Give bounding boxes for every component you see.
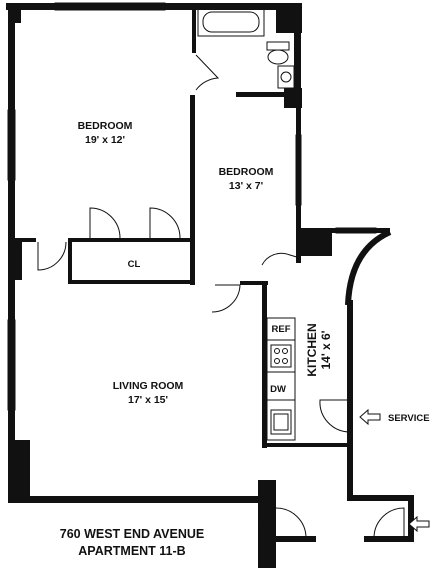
wall-bedroom2-bottom — [240, 281, 268, 285]
door-entry-closet — [275, 507, 307, 539]
kitchen-label-group: KITCHEN 14' x 6' — [305, 323, 333, 376]
wall-bath-corner — [276, 3, 302, 33]
wall-kitchen-left — [262, 283, 267, 448]
kitchen-size: 14' x 6' — [319, 330, 333, 369]
bedroom2-size: 13' x 7' — [229, 180, 263, 192]
wall-kitchen-bottom — [262, 443, 352, 447]
wall-bedroom2-right — [296, 103, 301, 263]
window-bedroom2-right — [295, 134, 302, 206]
window-bedroom1-top — [54, 2, 166, 11]
closet-entry-label: CL — [263, 518, 276, 529]
wall-entry-right — [408, 495, 414, 540]
walls — [6, 3, 414, 568]
wall-top — [6, 3, 302, 10]
wall-entry-bottom-right — [364, 536, 414, 542]
door-service — [319, 399, 351, 433]
door-closet-right — [149, 207, 181, 239]
address-line2: APARTMENT 11-B — [78, 544, 185, 558]
door-bedroom1 — [37, 241, 67, 271]
bedroom2-name: BEDROOM — [219, 166, 274, 178]
door-bath — [195, 54, 220, 91]
wall-bath-bottom — [236, 92, 302, 97]
window-kitchen-top — [335, 227, 377, 234]
wall-bedroom-divider — [190, 95, 195, 285]
closet-main-label: CL — [128, 259, 141, 270]
door-kitchen-bedroom2 — [261, 252, 301, 266]
kitchen-sink-icon — [270, 409, 292, 435]
windows — [7, 2, 377, 411]
dw-label: DW — [270, 384, 286, 395]
wall-closet-bottom — [68, 280, 194, 284]
bedroom1-size: 19' x 12' — [85, 134, 125, 146]
wall-entry-bottom-left — [270, 536, 316, 542]
window-bedroom1-left — [7, 109, 16, 181]
wall-kitchen-top — [300, 228, 390, 233]
sink-icon — [277, 65, 295, 89]
wall-entry-left — [258, 480, 276, 568]
wall-left-post2 — [8, 240, 22, 280]
doors — [37, 54, 405, 539]
toilet-icon — [266, 41, 290, 65]
door-living-bedroom2 — [211, 284, 241, 313]
living-room-size: 17' x 15' — [128, 394, 168, 406]
wall-bath-left — [192, 3, 196, 53]
wall-bath-right — [294, 3, 301, 103]
door-entry — [373, 507, 405, 539]
bathtub-icon — [197, 7, 265, 37]
kitchen-counter — [266, 317, 296, 441]
wall-closet-top — [70, 238, 194, 242]
service-label: SERVICE — [388, 413, 430, 424]
bedroom1-name: BEDROOM — [78, 120, 133, 132]
wall-bedroom1-bottom — [12, 238, 36, 242]
entry-arrow-icon — [359, 408, 381, 426]
ref-label: REF — [272, 324, 291, 335]
stove-icon — [270, 344, 292, 368]
wall-kitchen-curve — [345, 229, 392, 306]
wall-bottom — [10, 496, 262, 503]
wall-entry-top — [347, 495, 411, 501]
entry-arrow-icon — [408, 515, 430, 533]
window-living-left — [7, 319, 16, 411]
wall-closet-left — [68, 238, 72, 284]
wall-left-post — [8, 5, 21, 23]
kitchen-name: KITCHEN — [305, 323, 319, 376]
door-closet-left — [89, 207, 121, 239]
wall-left-post3 — [8, 440, 30, 500]
living-room-name: LIVING ROOM — [113, 380, 184, 392]
address-line1: 760 WEST END AVENUE — [60, 527, 204, 541]
wall-kitchen-block — [300, 228, 332, 256]
